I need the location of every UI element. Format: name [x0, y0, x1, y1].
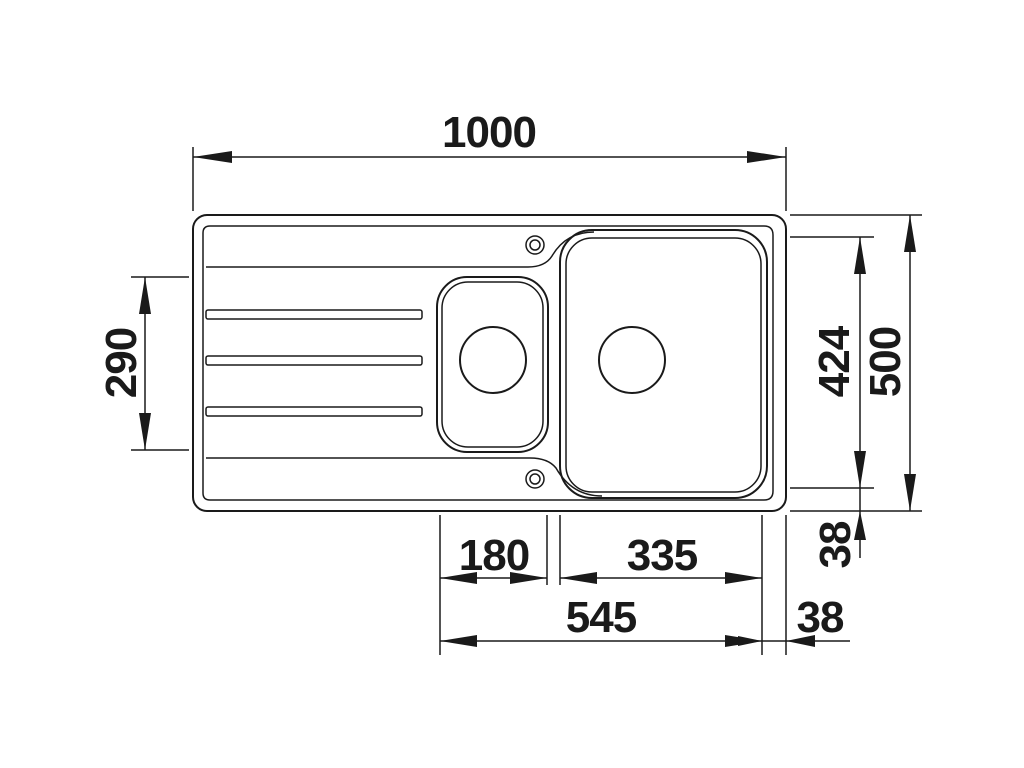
small-bowl-drain: [459, 326, 527, 394]
dim-large-bowl-height: 424: [790, 236, 874, 489]
large-bowl-drain: [598, 326, 666, 394]
dim-overall-depth: 500: [790, 214, 922, 512]
dim-label-large-bowl-width: 335: [627, 531, 698, 580]
dim-label-overall-depth: 500: [861, 327, 910, 397]
dim-label-large-bowl-height: 424: [810, 325, 859, 397]
drainer-grooves: [205, 309, 423, 417]
dim-overall-width: 1000: [192, 108, 787, 211]
dim-label-small-bowl-width: 180: [459, 531, 529, 580]
dim-drainer-height: 290: [97, 276, 189, 451]
dim-label-rim-bottom: 38: [811, 521, 860, 568]
sink-outline: [192, 214, 787, 512]
tap-holes: [525, 235, 545, 489]
large-bowl: [559, 229, 768, 499]
dim-rim-right: 38: [738, 515, 850, 655]
dim-label-overall-width: 1000: [442, 108, 536, 157]
dim-label-rim-right: 38: [797, 593, 844, 642]
small-bowl: [436, 276, 549, 453]
dim-label-drainer-height: 290: [97, 328, 146, 398]
drainer-contours: [206, 231, 603, 497]
dim-label-bowls-width: 545: [566, 593, 637, 642]
dim-bowl-widths: 180 335: [439, 515, 763, 655]
dim-bowls-width: 545: [440, 593, 762, 647]
dim-rim-bottom: 38: [811, 488, 866, 568]
